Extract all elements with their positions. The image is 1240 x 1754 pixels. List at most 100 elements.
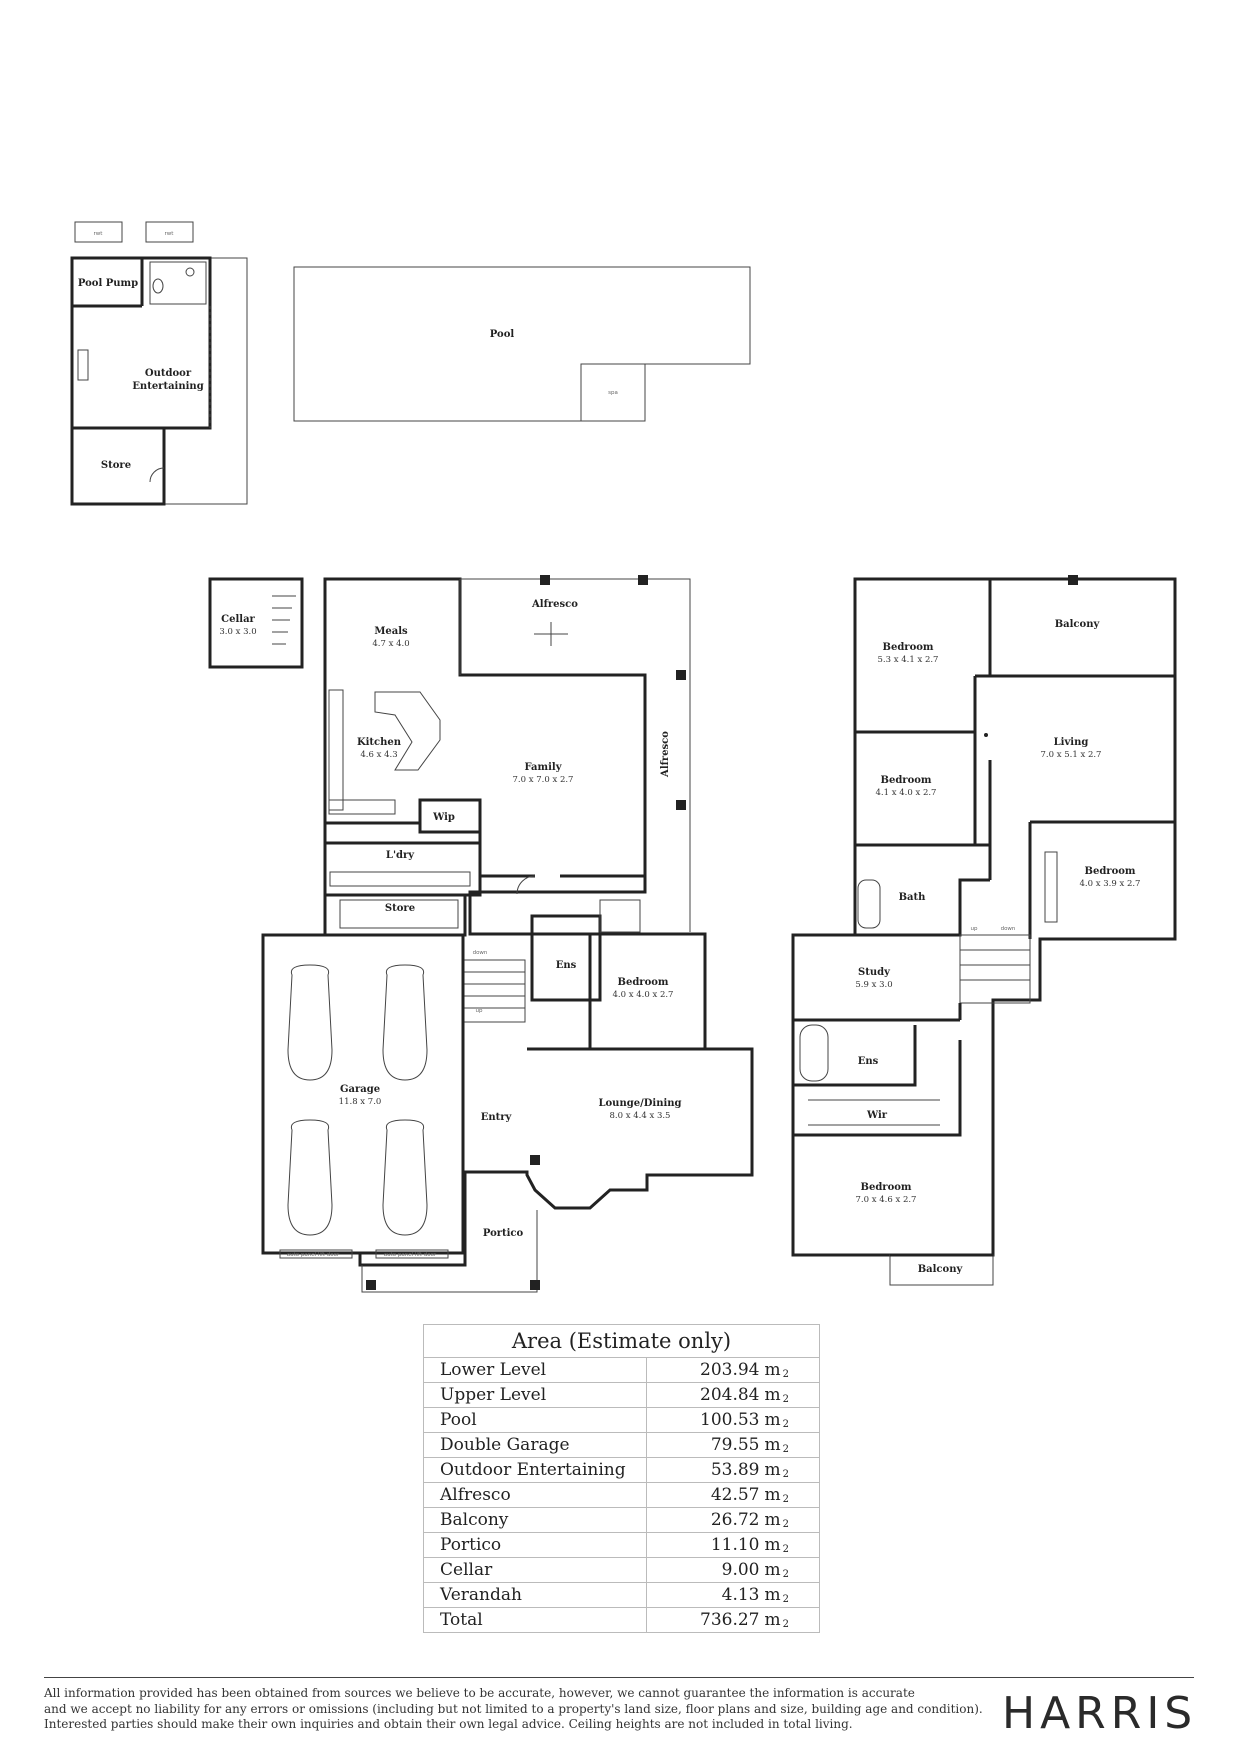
bedroom-2-dim: 4.1 x 4.0 x 2.7: [876, 788, 937, 798]
area-value-unit: m: [764, 1510, 781, 1530]
area-table-title: Area (Estimate only): [423, 1324, 820, 1358]
disclaimer: All information provided has been obtain…: [44, 1686, 983, 1733]
rwt-label-1: rwt: [94, 231, 104, 237]
area-value-number: 79.55: [710, 1435, 760, 1455]
brand-logo: HARRIS: [1002, 1688, 1198, 1739]
spa-outline: [580, 363, 646, 422]
area-value-unit-exponent: 2: [782, 1394, 789, 1405]
kitchen-label: Kitchen: [357, 737, 402, 748]
garage-door-label-1: auto panel lift door: [287, 1252, 340, 1258]
area-value-unit-exponent: 2: [782, 1494, 789, 1505]
lower-level-outline: [261, 577, 754, 1267]
area-value-unit: m: [764, 1435, 781, 1455]
disclaimer-line-1: All information provided has been obtain…: [44, 1686, 915, 1700]
area-row-label: Alfresco: [423, 1482, 647, 1508]
area-value-number: 11.10: [710, 1535, 760, 1555]
area-value-unit-exponent: 2: [782, 1469, 789, 1480]
car-2: [382, 964, 428, 1081]
area-value-unit: m: [764, 1460, 781, 1480]
bedroom-3-label: Bedroom: [1085, 866, 1136, 877]
wip-walls: [418, 798, 482, 834]
area-value-unit: m: [764, 1360, 781, 1380]
alfresco-label: Alfresco: [531, 599, 578, 610]
garage-label: Garage: [340, 1084, 380, 1095]
ldry-label: L'dry: [386, 850, 415, 861]
area-value-unit-exponent: 2: [782, 1619, 789, 1630]
upper-stairs: [959, 934, 1031, 1004]
area-value-unit-exponent: 2: [782, 1544, 789, 1555]
area-value-unit: m: [764, 1610, 781, 1630]
outbuilding: rwt rwt Pool Pump Outdoor Entertaining S…: [70, 221, 248, 506]
area-value-unit: m: [764, 1410, 781, 1430]
wir-label: Wir: [866, 1110, 888, 1121]
upper-ens-label: Ens: [858, 1056, 879, 1067]
area-value-number: 100.53: [700, 1410, 760, 1430]
study-dim: 5.9 x 3.0: [855, 980, 892, 990]
cellar-dim: 3.0 x 3.0: [219, 627, 256, 637]
car-3: [287, 1119, 333, 1236]
upper-stairs-up-label: up: [971, 926, 978, 932]
portico-label: Portico: [483, 1228, 524, 1239]
area-value-unit-exponent: 2: [782, 1444, 789, 1455]
kitchen-island: [374, 691, 441, 771]
pool-pump-label: Pool Pump: [78, 278, 138, 289]
area-value-number: 203.94: [700, 1360, 760, 1380]
area-value-unit-exponent: 2: [782, 1419, 789, 1430]
garage-door-label-2: auto panel lift door: [384, 1252, 437, 1258]
living-dim: 7.0 x 5.1 x 2.7: [1041, 750, 1102, 760]
upper-level-outline: [791, 577, 1177, 1257]
top-balcony-label: Balcony: [1055, 619, 1101, 630]
spa-label: spa: [608, 390, 618, 396]
rwt-label-2: rwt: [165, 231, 175, 237]
lounge-dining-label: Lounge/Dining: [598, 1098, 681, 1109]
kitchen-dim: 4.6 x 4.3: [360, 750, 397, 760]
pool-label: Pool: [490, 329, 515, 340]
lounge-dining-dim: 8.0 x 4.4 x 3.5: [610, 1111, 671, 1121]
area-value-unit: m: [764, 1560, 781, 1580]
bath-label: Bath: [899, 892, 927, 903]
area-value-number: 26.72: [710, 1510, 760, 1530]
cars: [287, 964, 428, 1236]
area-value-unit: m: [764, 1385, 781, 1405]
area-row-label: Outdoor Entertaining: [423, 1457, 647, 1483]
upper-stairs-down-label: down: [1001, 926, 1016, 932]
bedroom-3-dim: 4.0 x 3.9 x 2.7: [1080, 879, 1141, 889]
area-value-unit-exponent: 2: [782, 1594, 789, 1605]
area-value-number: 42.57: [710, 1485, 760, 1505]
area-row-label: Total: [423, 1607, 647, 1633]
car-4: [382, 1119, 428, 1236]
master-bedroom-dim: 7.0 x 4.6 x 2.7: [856, 1195, 917, 1205]
area-value-unit-exponent: 2: [782, 1369, 789, 1380]
bedroom-2-label: Bedroom: [881, 775, 932, 786]
bathtub: [857, 879, 881, 929]
meals-label: Meals: [374, 626, 408, 637]
rainwater-tank-1: [74, 221, 123, 243]
area-value-number: 9.00: [721, 1560, 760, 1580]
family-dim: 7.0 x 7.0 x 2.7: [513, 775, 574, 785]
ceiling-fan: [534, 622, 568, 646]
bedroom-1-label: Bedroom: [883, 642, 934, 653]
cellar-walls: [208, 577, 304, 669]
pool: Pool spa: [293, 266, 751, 422]
car-1: [287, 964, 333, 1081]
area-row-label: Pool: [423, 1407, 647, 1433]
